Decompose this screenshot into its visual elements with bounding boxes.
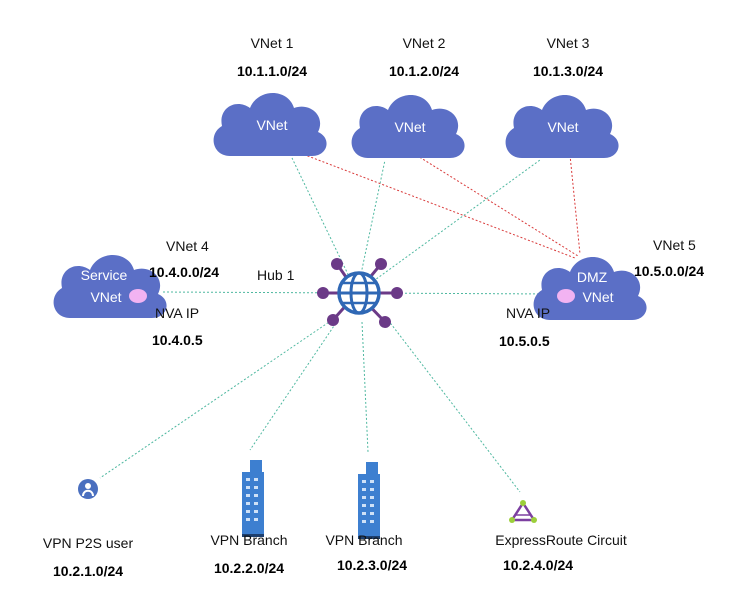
vnet4-name: VNet 4 xyxy=(166,238,209,254)
building-icon xyxy=(358,462,380,539)
link-vnet1-dmz xyxy=(299,152,576,259)
vnet4-nva-ip: 10.4.0.5 xyxy=(152,332,203,348)
vnet3-cidr: 10.1.3.0/24 xyxy=(533,63,603,79)
vnet4-cloud-label-line2: VNet xyxy=(90,289,121,305)
vnet1-name: VNet 1 xyxy=(251,35,294,51)
vnet2-name: VNet 2 xyxy=(403,35,446,51)
vnet4-cloud-label-line1: Service xyxy=(81,267,128,283)
branch1-label: VPN Branch xyxy=(210,532,287,548)
user-icon xyxy=(78,479,98,499)
vnet1-cidr: 10.1.1.0/24 xyxy=(237,63,307,79)
p2s-user-cidr: 10.2.1.0/24 xyxy=(53,563,123,579)
link-vnet3-dmz xyxy=(569,154,581,255)
expressroute-cidr: 10.2.4.0/24 xyxy=(503,557,573,573)
vnet1-cloud-label: VNet xyxy=(256,117,287,133)
vnet2-cloud-label: VNet xyxy=(394,119,425,135)
vnet5-cidr: 10.5.0.0/24 xyxy=(634,263,704,279)
building-icon xyxy=(242,460,264,537)
expressroute-icon xyxy=(509,500,537,523)
globe-icon xyxy=(337,271,381,315)
vnet2-group[interactable]: VNet 2 10.1.2.0/24 VNet xyxy=(351,35,465,158)
hub-group[interactable]: Hub 1 xyxy=(257,258,403,328)
vnet5-nva-icon xyxy=(557,289,575,303)
vnet1-group[interactable]: VNet 1 10.1.1.0/24 VNet xyxy=(213,35,327,156)
link-hub-vnet1 xyxy=(291,157,358,294)
vnet4-group[interactable]: Service VNet VNet 4 10.4.0.0/24 NVA IP 1… xyxy=(53,238,220,348)
connections xyxy=(99,152,581,493)
hub-label: Hub 1 xyxy=(257,267,295,283)
link-vnet2-dmz xyxy=(412,152,579,257)
branch1-group[interactable]: VPN Branch 10.2.2.0/24 xyxy=(210,460,288,576)
link-hub-vnet3 xyxy=(356,159,541,294)
hub-nodes xyxy=(317,258,403,328)
branch2-group[interactable]: VPN Branch 10.2.3.0/24 xyxy=(325,462,407,573)
link-hub-vnet2 xyxy=(356,159,386,294)
vnet3-cloud-label: VNet xyxy=(547,119,578,135)
link-hub-p2s-user xyxy=(99,317,336,479)
vnet5-nva-ip: 10.5.0.5 xyxy=(499,333,550,349)
link-hub-expressroute xyxy=(387,319,521,493)
vnet4-nva-label: NVA IP xyxy=(155,305,199,321)
vnet2-cidr: 10.1.2.0/24 xyxy=(389,63,459,79)
branch2-cidr: 10.2.3.0/24 xyxy=(337,557,407,573)
branch1-cidr: 10.2.2.0/24 xyxy=(214,560,284,576)
vnet5-nva-label: NVA IP xyxy=(506,305,550,321)
vnet4-nva-icon xyxy=(129,289,147,303)
link-hub-branch2 xyxy=(361,321,369,453)
vnet5-group[interactable]: DMZ VNet VNet 5 10.5.0.0/24 NVA IP 10.5.… xyxy=(499,237,704,349)
vnet5-cloud-label-line2: VNet xyxy=(582,289,613,305)
p2s-user-group[interactable]: VPN P2S user 10.2.1.0/24 xyxy=(43,479,134,579)
expressroute-group[interactable]: ExpressRoute Circuit 10.2.4.0/24 xyxy=(495,500,627,573)
link-hub-branch1 xyxy=(249,319,339,451)
vnet4-cidr: 10.4.0.0/24 xyxy=(149,264,219,280)
expressroute-label: ExpressRoute Circuit xyxy=(495,532,627,548)
vnet3-group[interactable]: VNet 3 10.1.3.0/24 VNet xyxy=(505,35,619,158)
p2s-user-label: VPN P2S user xyxy=(43,535,134,551)
branch2-label: VPN Branch xyxy=(325,532,402,548)
vnet5-name: VNet 5 xyxy=(653,237,696,253)
vnet5-cloud-label-line1: DMZ xyxy=(577,269,608,285)
vnet3-name: VNet 3 xyxy=(547,35,590,51)
